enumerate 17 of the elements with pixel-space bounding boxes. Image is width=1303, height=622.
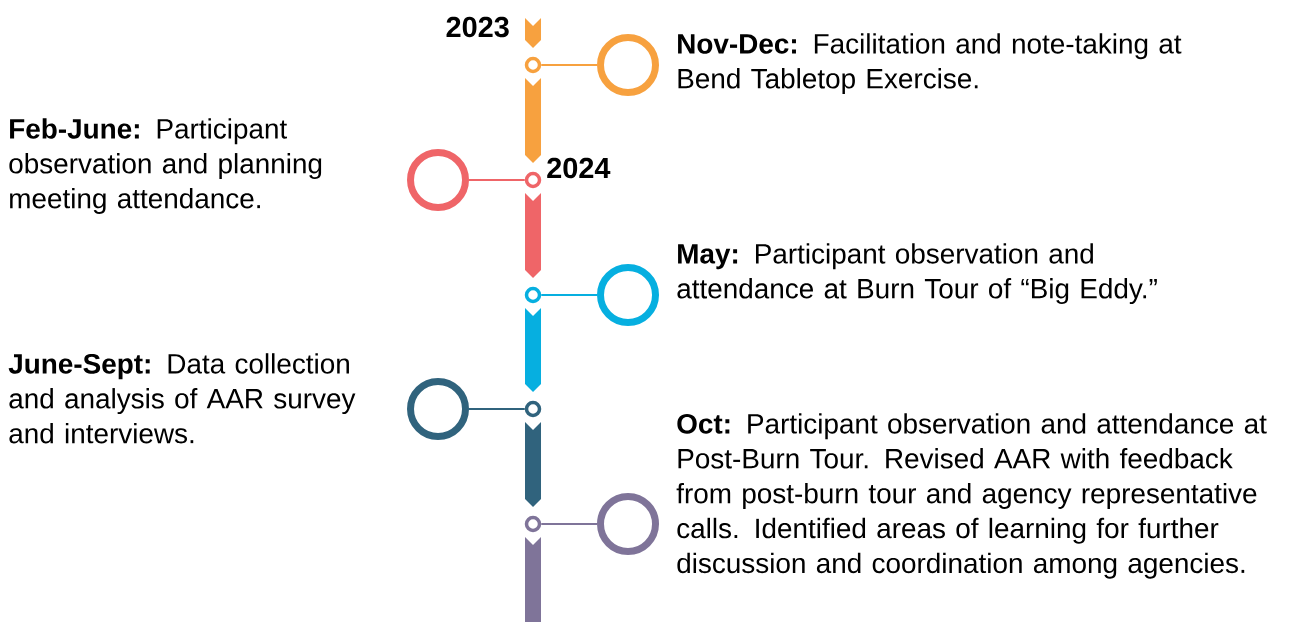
ring-marker [597, 493, 659, 555]
event-description: Feb-June: Participant observation and planning meeting attendance. [9, 118, 322, 214]
year-label: 2023 [446, 16, 509, 38]
ring-marker [407, 378, 469, 440]
event-description: May: Participant observation and attendance at Burn Tour of “Big Eddy.” [677, 243, 1157, 305]
connector-line [468, 408, 526, 410]
event-description: Nov-Dec: Facilitation and note-taking at Bend Tabletop Exercise. [678, 33, 1182, 95]
connector-line [540, 64, 598, 66]
connector-line [540, 294, 598, 296]
connector-line [468, 179, 526, 181]
event-description: Oct: Participant observation and attendance at Post-Burn Tour. Revised AAR with feedback from post-burn tour and agency representative calls. Identified areas of learning for further discussion and coordination among agencies. [676, 413, 1267, 579]
ring-marker [407, 149, 469, 211]
ring-marker [597, 34, 659, 96]
event-description: June-Sept: Data collection and analysis of AAR survey and interviews. [8, 353, 356, 444]
connector-line [540, 523, 598, 525]
year-label: 2024 [547, 157, 611, 179]
ring-marker [597, 264, 659, 326]
